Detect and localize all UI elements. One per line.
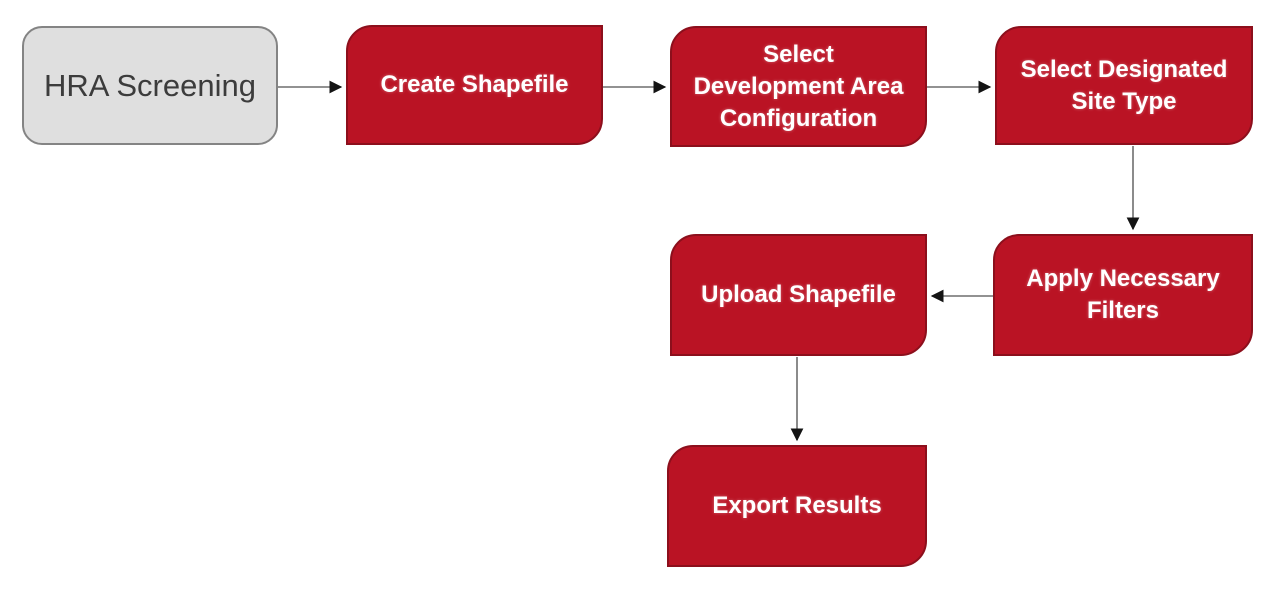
node-export-results: Export Results bbox=[667, 445, 927, 567]
node-select-designated-site-type-label: Select Designated Site Type bbox=[1020, 55, 1228, 115]
node-upload-shapefile: Upload Shapefile bbox=[670, 234, 927, 356]
node-apply-necessary-filters-label: Apply Necessary Filters bbox=[1026, 265, 1220, 324]
node-apply-necessary-filters: Apply Necessary Filters bbox=[993, 234, 1253, 356]
node-hra-screening-label: HRA Screening bbox=[44, 67, 256, 103]
node-hra-screening: HRA Screening bbox=[22, 26, 278, 145]
node-select-development-area-configuration: Select Development Area Configuration bbox=[670, 26, 927, 147]
node-create-shapefile: Create Shapefile bbox=[346, 25, 603, 145]
node-select-designated-site-type: Select Designated Site Type bbox=[995, 26, 1253, 145]
node-upload-shapefile-label: Upload Shapefile bbox=[701, 281, 896, 308]
node-create-shapefile-label: Create Shapefile bbox=[380, 71, 569, 98]
node-export-results-label: Export Results bbox=[712, 492, 882, 519]
node-select-development-area-configuration-label: Select Development Area Configuration bbox=[693, 40, 904, 132]
